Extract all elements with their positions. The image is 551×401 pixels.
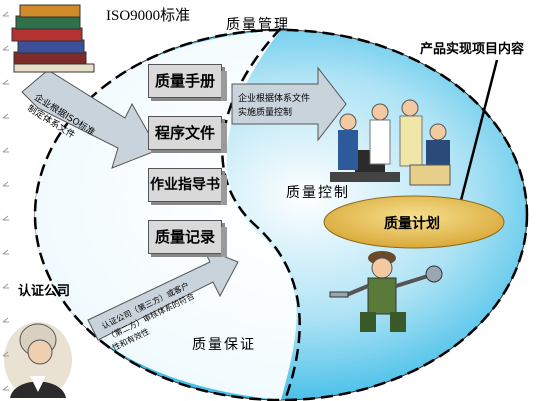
arrow-top-line-2: 实施质量控制 xyxy=(238,108,293,118)
dashed-divider xyxy=(221,27,301,401)
quality-assurance-title: 质量保证 xyxy=(192,337,256,353)
meeting-people-icon xyxy=(330,99,451,186)
arrow-left-shape xyxy=(21,69,159,169)
washington-portrait-icon xyxy=(4,322,72,398)
quality-management-title: 质量管理 xyxy=(226,17,290,33)
quality-control-title: 质量控制 xyxy=(286,185,350,201)
iso-standard-title: ISO9000标准 xyxy=(106,8,191,24)
doc-procedure-file: 程序文件 xyxy=(148,116,227,153)
quality-plan-label: 质量计划 xyxy=(384,216,440,232)
doc-work-instruction: 作业指导书 xyxy=(148,168,227,205)
doc-quality-record: 质量记录 xyxy=(148,220,227,257)
paragraph-mark-icon xyxy=(2,11,9,391)
arrow-bottom-shape xyxy=(87,247,239,341)
dashed-outline xyxy=(33,28,529,401)
quality-plan-shape xyxy=(323,195,505,249)
worker-icon xyxy=(329,251,443,332)
certification-company-title: 认证公司 xyxy=(18,284,71,299)
doc-quality-manual: 质量手册 xyxy=(148,64,227,101)
product-arrow-line xyxy=(456,59,499,213)
arrow-top-line-1: 企业根据体系文件 xyxy=(238,94,311,104)
arrow-top-text: 企业根据体系文件 实施质量控制 xyxy=(238,92,310,120)
product-content-title: 产品实现项目内容 xyxy=(420,42,525,57)
books-icon xyxy=(11,4,95,73)
arrow-top-shape xyxy=(231,66,347,142)
